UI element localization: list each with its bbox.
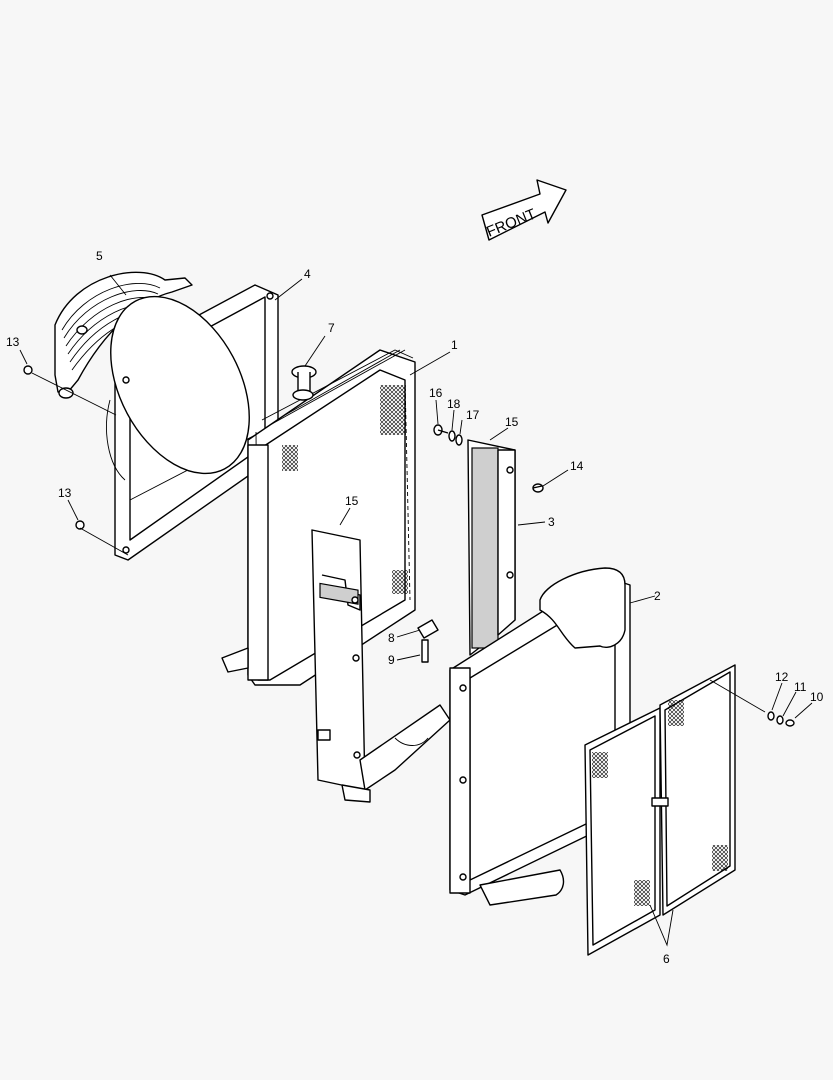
callout-6: 6: [663, 952, 670, 966]
callout-13-top: 13: [6, 335, 20, 349]
front-arrow: FRONT: [481, 179, 567, 241]
side-bracket-left: [311, 529, 451, 803]
cooler-core: [467, 439, 516, 656]
callout-3: 3: [548, 515, 555, 529]
callout-5: 5: [96, 249, 103, 263]
callout-15-right: 15: [505, 415, 519, 429]
callout-8: 8: [388, 631, 395, 645]
bolt-13-bottom: [75, 520, 85, 530]
bolt-13-top: [23, 365, 33, 375]
leader-lines: [19, 274, 813, 947]
callout-4: 4: [304, 267, 311, 281]
radiator-cap: [291, 365, 317, 401]
radiator: [221, 349, 416, 686]
fan-shroud: [106, 284, 279, 561]
drain-valve: [417, 619, 439, 663]
callout-7: 7: [328, 321, 335, 335]
hardware-10-11-12: [767, 711, 795, 727]
callout-14: 14: [570, 459, 584, 473]
callout-1: 1: [451, 338, 458, 352]
callout-13-bottom: 13: [58, 486, 72, 500]
callout-16: 16: [429, 386, 443, 400]
screens: [584, 664, 736, 956]
callout-17: 17: [466, 408, 480, 422]
callout-10: 10: [810, 690, 824, 704]
oil-cooler: [449, 567, 631, 906]
bolt-set: [433, 424, 463, 446]
callout-labels: 1 2 3 4 5 6 7 8 9 10 11 12 13 13 14 15 1…: [6, 249, 824, 966]
callout-9: 9: [388, 653, 395, 667]
callout-15-left: 15: [345, 494, 359, 508]
callout-12: 12: [775, 670, 789, 684]
bolt-14: [532, 483, 544, 493]
callout-11: 11: [794, 680, 807, 694]
callout-2: 2: [654, 589, 661, 603]
callout-18: 18: [447, 397, 461, 411]
